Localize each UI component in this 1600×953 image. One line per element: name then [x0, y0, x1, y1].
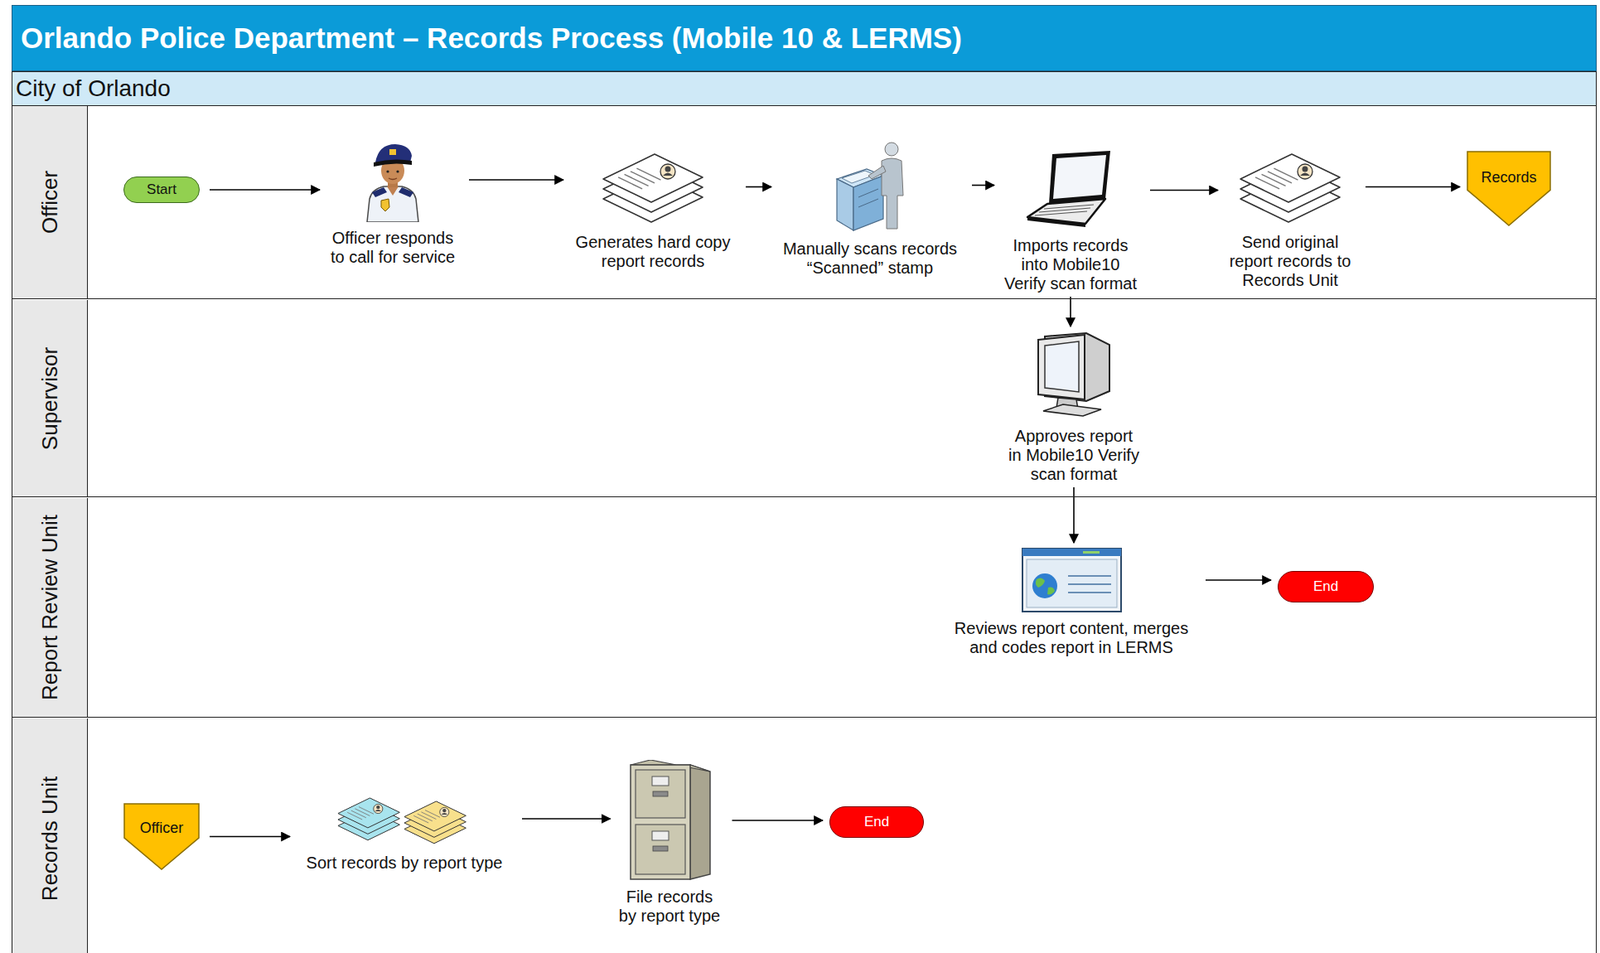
swimlane-header: Records Unit — [12, 718, 88, 953]
terminator-label: End — [864, 813, 890, 831]
lane-label: Records Unit — [37, 775, 63, 900]
step-caption: Imports records into Mobile10 Verify sca… — [1000, 236, 1141, 294]
flow-arrow — [522, 817, 611, 820]
flow-arrow — [1365, 186, 1460, 189]
step-caption: Manually scans records “Scanned” stamp — [778, 239, 962, 278]
flow-arrow — [1150, 189, 1219, 192]
process-step: File records by report type — [617, 759, 723, 926]
lane-label: Supervisor — [37, 346, 63, 450]
off-page-connector-shape — [123, 802, 200, 871]
swimlane: Report Review UnitReviews report content… — [12, 497, 1596, 718]
connector-label: Records — [1466, 169, 1552, 187]
swimlane: SupervisorApproves report in Mobile10 Ve… — [12, 299, 1596, 498]
process-step: Send original report records to Records … — [1224, 147, 1356, 291]
flow-arrow — [745, 186, 772, 189]
diagram-title: Orlando Police Department – Records Proc… — [20, 21, 962, 55]
process-step: Manually scans records “Scanned” stamp — [778, 137, 962, 278]
lane-label: Officer — [37, 170, 63, 234]
connector-label: Officer — [123, 819, 200, 837]
monitor-icon — [1033, 331, 1115, 421]
swimlane-header: Officer — [12, 106, 88, 299]
flow-arrow — [209, 836, 291, 838]
cabinet-icon — [627, 759, 712, 881]
terminator-pill: End — [829, 806, 924, 838]
lane-label: Report Review Unit — [37, 514, 63, 701]
process-step: Officer responds to call for service — [326, 137, 460, 267]
swimlane: Officer StartOfficer responds to call for… — [12, 106, 1596, 300]
step-caption: Officer responds to call for service — [326, 228, 460, 267]
swimlane: Records Unit OfficerSort records by repor… — [12, 718, 1596, 953]
terminator-label: Start — [146, 181, 177, 199]
flow-arrow — [1073, 487, 1075, 543]
flow-arrow — [971, 184, 995, 187]
browser-icon — [1021, 547, 1122, 613]
sort-icon — [333, 790, 475, 847]
off-page-connector-shape — [1466, 150, 1552, 227]
step-caption: File records by report type — [617, 887, 723, 926]
step-caption: Sort records by report type — [296, 853, 513, 873]
process-step: Reviews report content, merges and codes… — [947, 547, 1196, 658]
swimlane-header: Supervisor — [12, 299, 88, 497]
flow-arrow — [1069, 296, 1072, 327]
region-band: City of Orlando — [12, 72, 1596, 107]
docs-icon — [1233, 147, 1347, 227]
laptop-icon — [1024, 150, 1117, 230]
terminator-pill: End — [1277, 570, 1374, 603]
step-caption: Reviews report content, merges and codes… — [947, 618, 1196, 658]
process-step: Generates hard copy report records — [570, 147, 736, 271]
off-page-connector: Officer — [123, 802, 200, 871]
terminator-pill: Start — [123, 176, 200, 204]
step-caption: Approves report in Mobile10 Verify scan … — [1006, 426, 1141, 484]
flow-arrow — [468, 178, 564, 181]
flow-arrow — [732, 819, 824, 822]
off-page-connector: Records — [1466, 150, 1552, 227]
flow-arrow — [1205, 579, 1272, 581]
title-bar: Orlando Police Department – Records Proc… — [11, 4, 1597, 72]
process-step: Imports records into Mobile10 Verify sca… — [1000, 150, 1141, 294]
officer-icon — [362, 137, 424, 223]
region-label: City of Orlando — [15, 75, 171, 102]
terminator-label: End — [1313, 578, 1339, 595]
docs-icon — [596, 147, 710, 227]
flow-arrow — [209, 188, 320, 191]
step-caption: Send original report records to Records … — [1224, 232, 1356, 291]
process-step: Sort records by report type — [296, 790, 513, 873]
region-container: City of OrlandoOfficer StartOfficer respo… — [11, 71, 1597, 953]
scanner-icon — [833, 137, 907, 233]
step-caption: Generates hard copy report records — [570, 232, 736, 271]
swimlane-header: Report Review Unit — [12, 497, 88, 717]
process-step: Approves report in Mobile10 Verify scan … — [1006, 331, 1141, 484]
